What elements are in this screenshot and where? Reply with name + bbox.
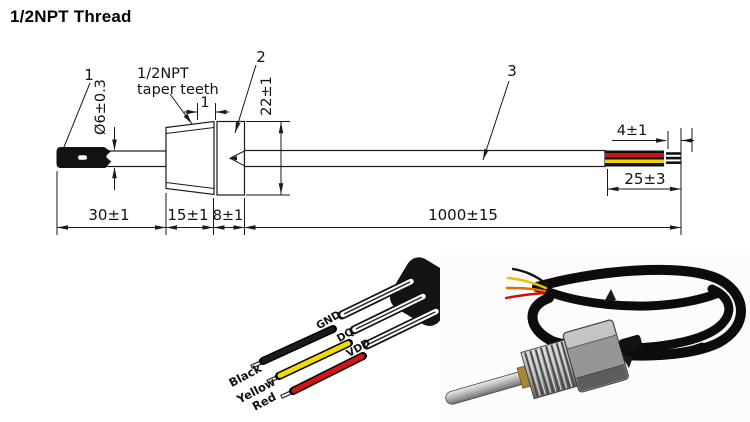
callout-probe-tip: 1 [84, 66, 94, 84]
sensor-legs [337, 276, 442, 350]
dim-hex-height-label: 22±1 [259, 76, 275, 116]
tip-marking [78, 155, 87, 160]
red-wire [280, 352, 367, 400]
callout-hex-body: 2 [256, 48, 266, 66]
dim-cable-length-label: 1000±15 [428, 206, 498, 224]
leg-gnd [337, 276, 417, 320]
dim-probe-diameter: Ø6±0.3 [93, 79, 117, 190]
sensor-photo: GND DQ VDD Black Yellow Red [226, 257, 459, 413]
dim-thread-end: 1 [184, 95, 229, 120]
hex-nut [562, 319, 629, 393]
page-title: 1/2NPT Thread [10, 7, 132, 26]
strip-red-wire [605, 153, 664, 158]
stripped-lead-wires [504, 267, 550, 300]
taper-label-line1: 1/2NPT [137, 66, 189, 82]
dim-thread-end-label: 1 [200, 95, 209, 111]
dim-taper-length-label: 15±1 [167, 206, 208, 224]
dim-probe-diameter-label: Ø6±0.3 [93, 79, 109, 135]
dim-bare-wires-label: 4±1 [617, 123, 648, 139]
cable-tie [604, 289, 616, 302]
technical-drawing: 1 Ø6±0.3 1/2NPT taper teeth [56, 48, 694, 235]
leg-vdd [362, 306, 442, 350]
probe-tube-drawing [105, 150, 167, 168]
dim-hex-length-label: 8±1 [213, 208, 244, 224]
cable-strip-section [605, 150, 664, 167]
dimension-annotations: 1 Ø6±0.3 1/2NPT taper teeth [56, 48, 694, 235]
dim-tip-length-label: 30±1 [88, 206, 129, 224]
probe-photo [440, 250, 750, 422]
strip-yellow-wire [605, 159, 664, 163]
black-wire [250, 325, 337, 370]
taper-label-line2: taper teeth [137, 82, 219, 98]
dim-hex-height: 22±1 [246, 76, 290, 196]
yellow-wire [266, 339, 353, 385]
dim-length-chain: 30±1 15±1 8±1 1000±15 [56, 128, 682, 235]
sensor-wires [250, 325, 367, 400]
dim-strip-length-label: 25±3 [624, 170, 665, 188]
hex-body-drawing [216, 120, 246, 196]
dim-bare-wires: 4±1 [612, 123, 694, 152]
callout-cable: 3 [507, 62, 517, 80]
dim-strip-length: 25±3 [607, 169, 681, 196]
taper-teeth-label: 1/2NPT taper teeth [137, 66, 219, 126]
cable-tie [621, 355, 633, 368]
cable-drawing [243, 149, 681, 168]
leg-dq [349, 291, 429, 335]
probe-assembly [445, 319, 643, 405]
npt-thread-section [520, 339, 578, 400]
cable-entry [618, 334, 643, 354]
taper-thread-drawing [165, 120, 215, 196]
bare-wire-tips [666, 152, 681, 164]
